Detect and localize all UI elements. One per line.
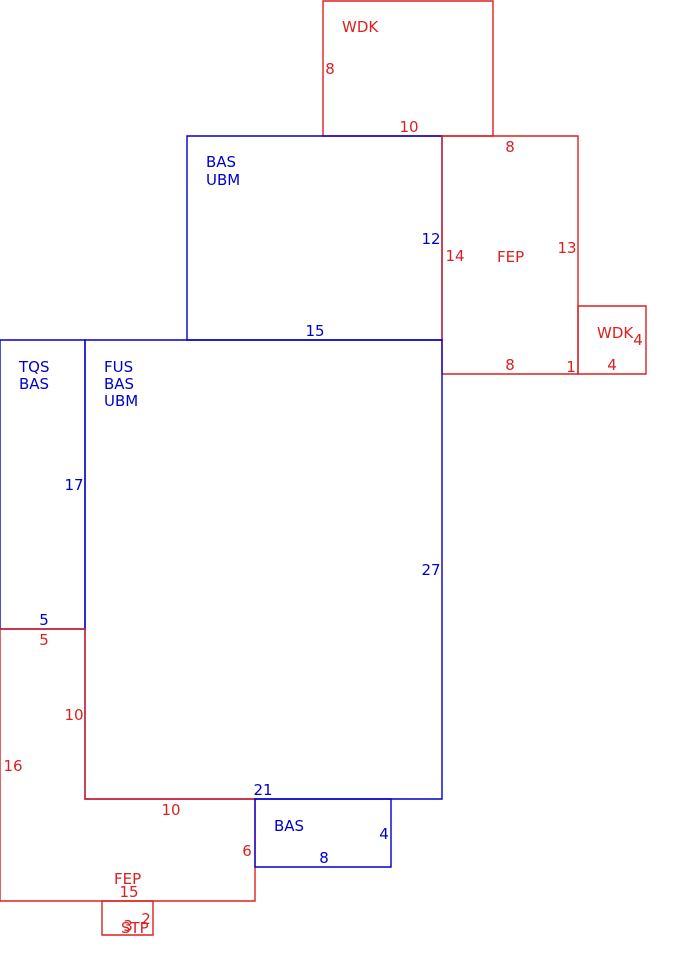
dimension-label: 13 bbox=[557, 239, 576, 257]
section-outline bbox=[577, 305, 647, 375]
section-label: TQS bbox=[18, 358, 50, 376]
section-label: FEP bbox=[114, 870, 141, 888]
section-outline bbox=[0, 628, 256, 902]
dimension-label: 12 bbox=[421, 230, 440, 248]
dimension-label: 5 bbox=[39, 611, 49, 629]
section-label: STP bbox=[121, 919, 149, 937]
section-label: UBM bbox=[104, 392, 138, 410]
dimension-label: 14 bbox=[445, 247, 464, 265]
dimension-label: 3 bbox=[123, 917, 133, 935]
dimension-label: 17 bbox=[64, 476, 83, 494]
section-label: WDK bbox=[597, 324, 634, 342]
dimension-label: 8 bbox=[505, 356, 515, 374]
section-label: BAS bbox=[274, 817, 304, 835]
section-label: WDK bbox=[342, 18, 379, 36]
dimension-label: 16 bbox=[3, 757, 22, 775]
dimension-label: 27 bbox=[421, 561, 440, 579]
section-bas-small: BAS 4 8 bbox=[254, 798, 392, 868]
dimension-label: 10 bbox=[399, 118, 418, 136]
section-label: FUS bbox=[104, 358, 133, 376]
dimension-label: 8 bbox=[325, 60, 335, 78]
dimension-label: 1 bbox=[566, 358, 576, 376]
dimension-label: 4 bbox=[379, 825, 389, 843]
section-outline bbox=[101, 900, 154, 936]
dimension-label: 8 bbox=[319, 849, 329, 867]
dimension-label: 21 bbox=[253, 781, 272, 799]
dimension-label: 15 bbox=[305, 322, 324, 340]
dimension-label: 10 bbox=[161, 801, 180, 819]
section-label: FEP bbox=[497, 248, 524, 266]
dimension-label: 4 bbox=[633, 331, 643, 349]
section-wdk-top: WDK 8 10 bbox=[322, 0, 494, 137]
section-label: UBM bbox=[206, 171, 240, 189]
dimension-label: 5 bbox=[39, 631, 49, 649]
dimension-label: 10 bbox=[64, 706, 83, 724]
section-label: BAS bbox=[206, 153, 236, 171]
section-label: BAS bbox=[19, 375, 49, 393]
section-fep-right: FEP 8 14 13 8 1 bbox=[441, 135, 579, 376]
dimension-label: 6 bbox=[242, 842, 252, 860]
section-outline bbox=[84, 339, 443, 800]
dimension-label: 2 bbox=[141, 910, 151, 928]
dimension-label: 15 bbox=[119, 883, 138, 901]
section-fep-bottom: FEP 5 10 16 10 6 15 bbox=[0, 628, 256, 902]
dimension-label: 8 bbox=[505, 138, 515, 156]
section-label: BAS bbox=[104, 375, 134, 393]
section-outline bbox=[254, 798, 392, 868]
dimension-label: 4 bbox=[607, 356, 617, 374]
